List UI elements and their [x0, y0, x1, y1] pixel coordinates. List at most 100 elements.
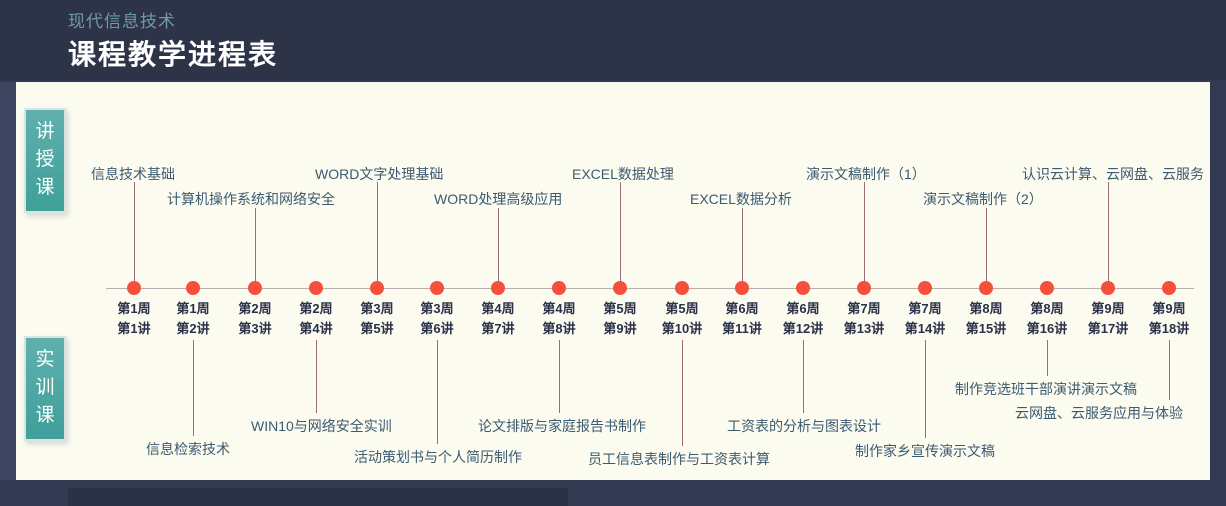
timeline-node-label-4: 第2周第4讲	[277, 299, 355, 339]
badge-practice-char-1: 训	[35, 377, 55, 398]
lecture-topic-label-7: 演示文稿制作（1）	[806, 166, 926, 182]
practice-topic-label-4: 论文排版与家庭报告书制作	[478, 418, 646, 434]
lesson-label: 第11讲	[722, 321, 762, 336]
lesson-label: 第8讲	[542, 321, 576, 336]
week-label: 第8周	[1030, 301, 1064, 316]
lecture-topic-label-3: WORD文字处理基础	[315, 166, 444, 182]
timeline-node-label-2: 第1周第2讲	[154, 299, 232, 339]
lecture-topic-label-6: EXCEL数据分析	[690, 191, 792, 207]
timeline-dot-10[interactable]	[675, 281, 689, 295]
badge-lecture-char-2: 课	[35, 177, 55, 198]
practice-topic-label-8: 制作竞选班干部演讲演示文稿	[955, 381, 1137, 397]
timeline-dot-13[interactable]	[857, 281, 871, 295]
lecture-topic-connector-8	[986, 208, 987, 288]
practice-topic-label-7: 制作家乡宣传演示文稿	[855, 443, 995, 459]
timeline-axis	[106, 288, 1194, 289]
lesson-label: 第2讲	[176, 321, 210, 336]
timeline-dot-9[interactable]	[613, 281, 627, 295]
badge-lecture-course: 讲 授 课	[24, 108, 66, 213]
left-rail-decoration	[0, 82, 16, 480]
timeline-dot-16[interactable]	[1040, 281, 1054, 295]
practice-topic-label-6: 工资表的分析与图表设计	[727, 418, 881, 434]
lesson-label: 第3讲	[238, 321, 272, 336]
timeline-dot-12[interactable]	[796, 281, 810, 295]
lesson-label: 第13讲	[843, 321, 885, 336]
timeline-dot-2[interactable]	[186, 281, 200, 295]
lecture-topic-connector-4	[498, 208, 499, 288]
practice-topic-connector-7	[925, 340, 926, 438]
timeline-dot-1[interactable]	[127, 281, 141, 295]
content-panel	[16, 82, 1210, 480]
lecture-topic-connector-3	[377, 182, 378, 288]
lesson-label: 第18讲	[1148, 321, 1190, 336]
lecture-topic-connector-6	[742, 208, 743, 288]
timeline-dot-11[interactable]	[735, 281, 749, 295]
lesson-label: 第17讲	[1087, 321, 1129, 336]
bottom-decoration-bar	[68, 488, 568, 506]
lecture-topic-connector-2	[255, 208, 256, 288]
timeline-dot-15[interactable]	[979, 281, 993, 295]
badge-practice-char-2: 课	[35, 405, 55, 426]
timeline-node-label-18: 第9周第18讲	[1130, 299, 1208, 339]
practice-topic-label-9: 云网盘、云服务应用与体验	[1015, 405, 1183, 421]
timeline-node-label-10: 第5周第10讲	[643, 299, 721, 339]
timeline-dot-7[interactable]	[491, 281, 505, 295]
timeline-node-label-15: 第8周第15讲	[947, 299, 1025, 339]
timeline-dot-14[interactable]	[918, 281, 932, 295]
timeline-dot-4[interactable]	[309, 281, 323, 295]
week-label: 第4周	[542, 301, 576, 316]
practice-topic-connector-9	[1169, 340, 1170, 400]
week-label: 第3周	[360, 301, 394, 316]
lesson-label: 第5讲	[360, 321, 394, 336]
lecture-topic-label-2: 计算机操作系统和网络安全	[167, 191, 335, 207]
week-label: 第5周	[665, 301, 699, 316]
practice-topic-connector-1	[193, 340, 194, 436]
lecture-topic-label-8: 演示文稿制作（2）	[923, 191, 1043, 207]
week-label: 第7周	[908, 301, 942, 316]
week-label: 第2周	[299, 301, 333, 316]
timeline-dot-17[interactable]	[1101, 281, 1115, 295]
lesson-label: 第4讲	[299, 321, 333, 336]
practice-topic-connector-2	[316, 340, 317, 413]
timeline-node-label-6: 第3周第6讲	[398, 299, 476, 339]
lecture-topic-connector-5	[620, 182, 621, 288]
timeline-node-label-16: 第8周第16讲	[1008, 299, 1086, 339]
lecture-topic-label-4: WORD处理高级应用	[434, 191, 563, 207]
week-label: 第6周	[786, 301, 820, 316]
timeline-node-label-7: 第4周第7讲	[459, 299, 537, 339]
week-label: 第1周	[176, 301, 210, 316]
timeline-node-label-11: 第6周第11讲	[703, 299, 781, 339]
slide-header: 现代信息技术 课程教学进程表	[0, 0, 1226, 80]
week-label: 第1周	[117, 301, 151, 316]
timeline-node-label-8: 第4周第8讲	[520, 299, 598, 339]
timeline-dot-6[interactable]	[430, 281, 444, 295]
lesson-label: 第12讲	[782, 321, 824, 336]
lesson-label: 第1讲	[117, 321, 151, 336]
lesson-label: 第16讲	[1026, 321, 1068, 336]
timeline-node-label-12: 第6周第12讲	[764, 299, 842, 339]
lecture-topic-label-5: EXCEL数据处理	[572, 166, 674, 182]
lesson-label: 第7讲	[481, 321, 515, 336]
practice-topic-label-3: 活动策划书与个人简历制作	[354, 449, 522, 465]
lecture-topic-label-9: 认识云计算、云网盘、云服务	[1022, 166, 1204, 182]
timeline-dot-3[interactable]	[248, 281, 262, 295]
lecture-topic-connector-7	[864, 182, 865, 288]
lecture-topic-connector-9	[1108, 182, 1109, 288]
week-label: 第3周	[420, 301, 454, 316]
week-label: 第6周	[725, 301, 759, 316]
practice-topic-connector-5	[682, 340, 683, 446]
timeline-dot-18[interactable]	[1162, 281, 1176, 295]
timeline-node-label-14: 第7周第14讲	[886, 299, 964, 339]
week-label: 第2周	[238, 301, 272, 316]
timeline-node-label-13: 第7周第13讲	[825, 299, 903, 339]
badge-practice-course: 实 训 课	[24, 336, 66, 441]
timeline-dot-8[interactable]	[552, 281, 566, 295]
practice-topic-label-2: WIN10与网络安全实训	[251, 418, 392, 434]
lesson-label: 第10讲	[661, 321, 703, 336]
practice-topic-connector-6	[803, 340, 804, 413]
timeline-node-label-17: 第9周第17讲	[1069, 299, 1147, 339]
timeline-dot-5[interactable]	[370, 281, 384, 295]
practice-topic-connector-3	[437, 340, 438, 444]
lesson-label: 第15讲	[965, 321, 1007, 336]
